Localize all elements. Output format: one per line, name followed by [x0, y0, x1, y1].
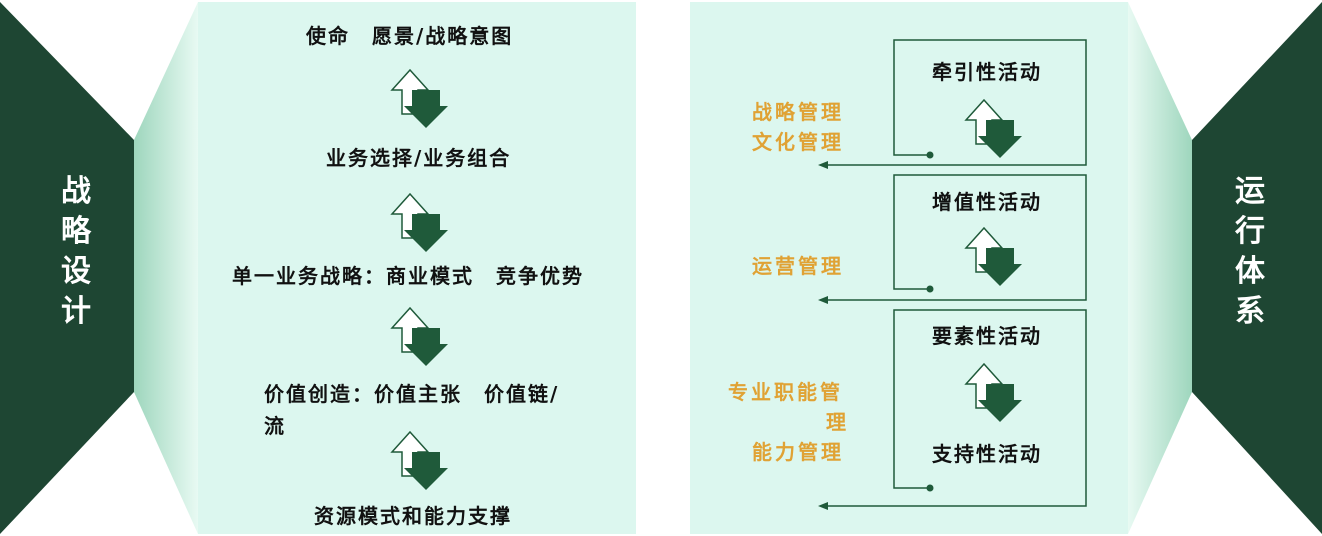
step-value-creation-cont: 流 [264, 414, 286, 438]
feedback-arrowhead-1 [818, 161, 828, 169]
support-activity: 支持性活动 [932, 442, 1042, 466]
feedback-dot-3 [926, 484, 934, 492]
right-chevron [1192, 2, 1322, 534]
step-single-business-strategy: 单一业务战略：商业模式 竞争优势 [232, 264, 584, 288]
left-title: 战略设计 [61, 174, 91, 329]
value-add-activity: 增值性活动 [932, 190, 1042, 214]
feedback-arrowhead-2 [818, 296, 828, 304]
step-resource-capability: 资源模式和能力支撑 [314, 504, 512, 528]
strategy-management: 战略管理 [752, 100, 844, 124]
left-chevron [0, 2, 134, 534]
capability-management: 能力管理 [752, 440, 844, 464]
up-down-arrow-icon [390, 430, 448, 490]
professional-management-line1: 专业职能管 [728, 380, 843, 404]
feedback-arrowhead-3 [818, 502, 828, 510]
up-down-arrow-icon [964, 226, 1022, 286]
up-down-arrow-icon [390, 192, 448, 252]
up-down-arrow-icon [390, 68, 448, 128]
professional-management-line2: 理 [826, 410, 849, 434]
element-activity: 要素性活动 [932, 324, 1042, 348]
up-down-arrow-icon [390, 306, 448, 366]
traction-activity: 牵引性活动 [932, 60, 1042, 84]
feedback-dot-1 [926, 151, 934, 159]
culture-management: 文化管理 [752, 130, 844, 154]
feedback-dot-2 [926, 285, 934, 293]
right-title: 运行体系 [1235, 174, 1265, 329]
right-panel [690, 2, 1128, 534]
feedback-lines [822, 39, 1087, 507]
up-down-arrow-icon [964, 98, 1022, 158]
operation-management: 运营管理 [752, 254, 844, 278]
left-funnel [134, 2, 198, 534]
step-mission-vision: 使命 愿景/战略意图 [306, 24, 514, 48]
step-business-selection: 业务选择/业务组合 [326, 146, 512, 170]
right-funnel [1128, 2, 1192, 534]
up-down-arrow-icon [964, 362, 1022, 422]
step-value-creation: 价值创造：价值主张 价值链/ [264, 382, 560, 406]
